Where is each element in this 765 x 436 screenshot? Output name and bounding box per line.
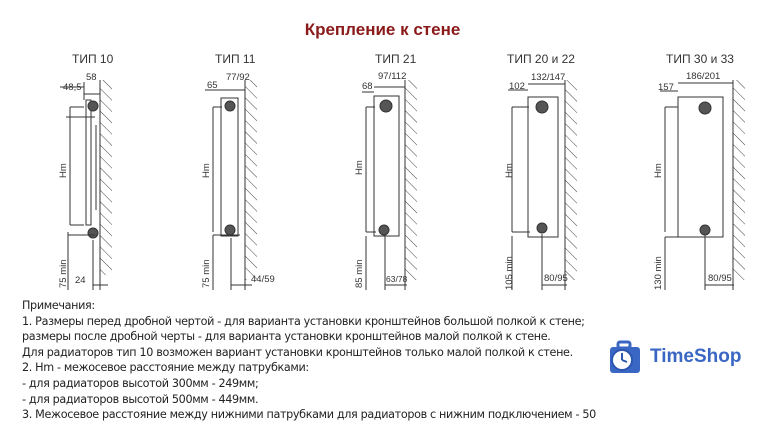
svg-text:Hm: Hm (58, 163, 69, 178)
type-11-dim-outer: 77/92 (226, 72, 250, 83)
note-line: 1. Размеры перед дробной чертой - для ва… (22, 314, 585, 328)
note-line: 3. Межосевое расстояние между нижними па… (22, 408, 596, 422)
type-11-label: ТИП 11 (215, 52, 256, 66)
svg-text:75 min: 75 min (201, 259, 212, 288)
svg-text:Hm: Hm (504, 163, 515, 178)
type-10-dim-inner: 48,5 (63, 82, 82, 93)
svg-text:85 min: 85 min (354, 259, 365, 288)
type-30-33-dim-inner: 157 (658, 82, 674, 93)
logo-text: TimeShop (650, 346, 742, 367)
svg-text:Hm: Hm (201, 163, 212, 178)
type-30-33-dim-outer: 186/201 (686, 71, 720, 82)
type-30-33-diagram (660, 80, 745, 290)
type-11-dim-inner: 65 (207, 80, 218, 91)
note-line: размеры после дробной черты - для вариан… (22, 330, 551, 344)
type-21-diagram (362, 80, 417, 290)
notes-block: Примечания: 1. Размеры перед дробной чер… (22, 298, 596, 423)
type-21-dim-inner: 68 (362, 81, 373, 92)
timeshop-logo: TimeShop (606, 340, 742, 374)
svg-text:130 min: 130 min (653, 256, 664, 290)
type-20-22-diagram (508, 80, 577, 290)
type-21-dim-right: 63/78 (386, 274, 408, 284)
type-30-33-dim-right: 80/95 (708, 273, 732, 284)
type-30-33-label: ТИП 30 и 33 (666, 52, 734, 66)
note-line: - для радиаторов высотой 500мм - 449мм. (22, 392, 259, 406)
note-line: 2. Hm - межосевое расстояние между патру… (22, 361, 309, 375)
type-10-dim-outer: 58 (86, 72, 97, 83)
type-20-22-dim-right: 80/95 (544, 273, 568, 284)
page-title: Крепление к стене (304, 20, 461, 39)
type-10-diagram (60, 80, 112, 290)
type-10-label: ТИП 10 (72, 52, 114, 66)
type-11-diagram (205, 80, 257, 290)
type-20-22-dim-outer: 132/147 (531, 72, 565, 83)
mounting-diagrams: 58 48,5 24 77/92 65 44/59 97/112 68 63/7… (58, 71, 745, 290)
svg-text:105 min: 105 min (504, 256, 515, 290)
svg-text:Hm: Hm (653, 163, 664, 178)
type-11-dim-right: 44/59 (251, 274, 275, 285)
clock-bag-icon (610, 340, 640, 373)
type-21-dim-outer: 97/112 (378, 71, 406, 82)
notes-heading: Примечания: (22, 299, 95, 312)
type-20-22-label: ТИП 20 и 22 (507, 52, 575, 66)
type-20-22-dim-inner: 102 (509, 81, 525, 92)
type-10-dim-right: 24 (75, 275, 86, 286)
note-line: - для радиаторов высотой 300мм - 249мм; (22, 376, 259, 390)
svg-text:Hm: Hm (354, 160, 365, 175)
type-21-label: ТИП 21 (375, 52, 417, 66)
svg-text:75 min: 75 min (58, 259, 69, 288)
note-line: Для радиаторов тип 10 возможен вариант у… (22, 345, 573, 359)
